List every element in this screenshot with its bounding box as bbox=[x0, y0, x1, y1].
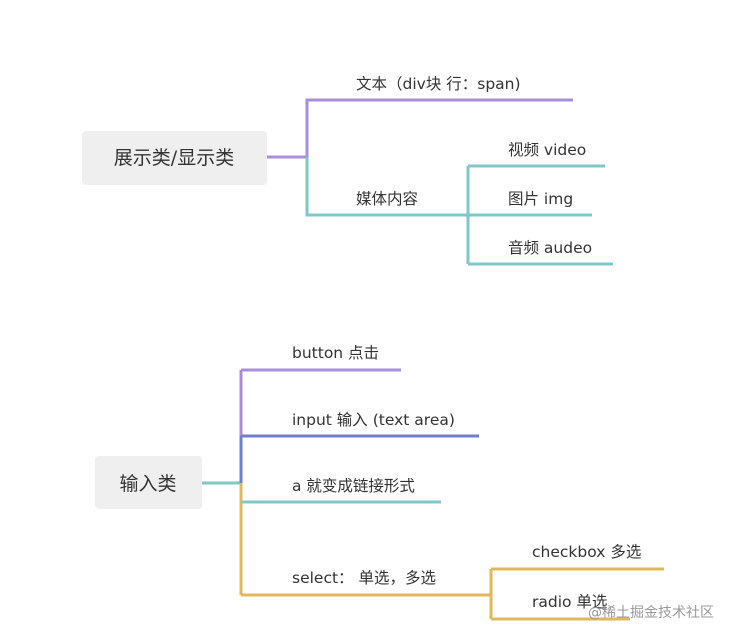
spine-display-media bbox=[305, 157, 468, 217]
branch-input-label: input 输入 (text area) bbox=[292, 411, 455, 429]
branch-select-label: select： 单选，多选 bbox=[292, 569, 436, 587]
branch-button-label: button 点击 bbox=[292, 344, 379, 362]
watermark: @稀土掘金技术社区 bbox=[588, 605, 714, 621]
select-item-checkbox: checkbox 多选 bbox=[532, 543, 641, 561]
root-node-display: 展示类/显示类 bbox=[114, 147, 234, 169]
group-input: 输入类 button 点击 input 输入 (text area) a 就变成… bbox=[95, 344, 664, 621]
root-node-display-box bbox=[82, 131, 267, 185]
root-node-input-box bbox=[95, 456, 202, 509]
select-item-radio: radio 单选 bbox=[532, 593, 607, 611]
group-display: 展示类/显示类 文本（div块 行：span) 媒体内容 视频 video 图片… bbox=[82, 75, 613, 266]
media-item-img: 图片 img bbox=[508, 190, 573, 208]
branch-media-label: 媒体内容 bbox=[356, 190, 418, 208]
media-item-audeo: 音频 audeo bbox=[508, 239, 592, 257]
root-node-input: 输入类 bbox=[119, 473, 176, 495]
branch-link-label: a 就变成链接形式 bbox=[292, 477, 415, 495]
branch-text-label: 文本（div块 行：span) bbox=[356, 75, 521, 93]
spine-display-text bbox=[305, 98, 573, 157]
media-item-video: 视频 video bbox=[508, 141, 586, 159]
